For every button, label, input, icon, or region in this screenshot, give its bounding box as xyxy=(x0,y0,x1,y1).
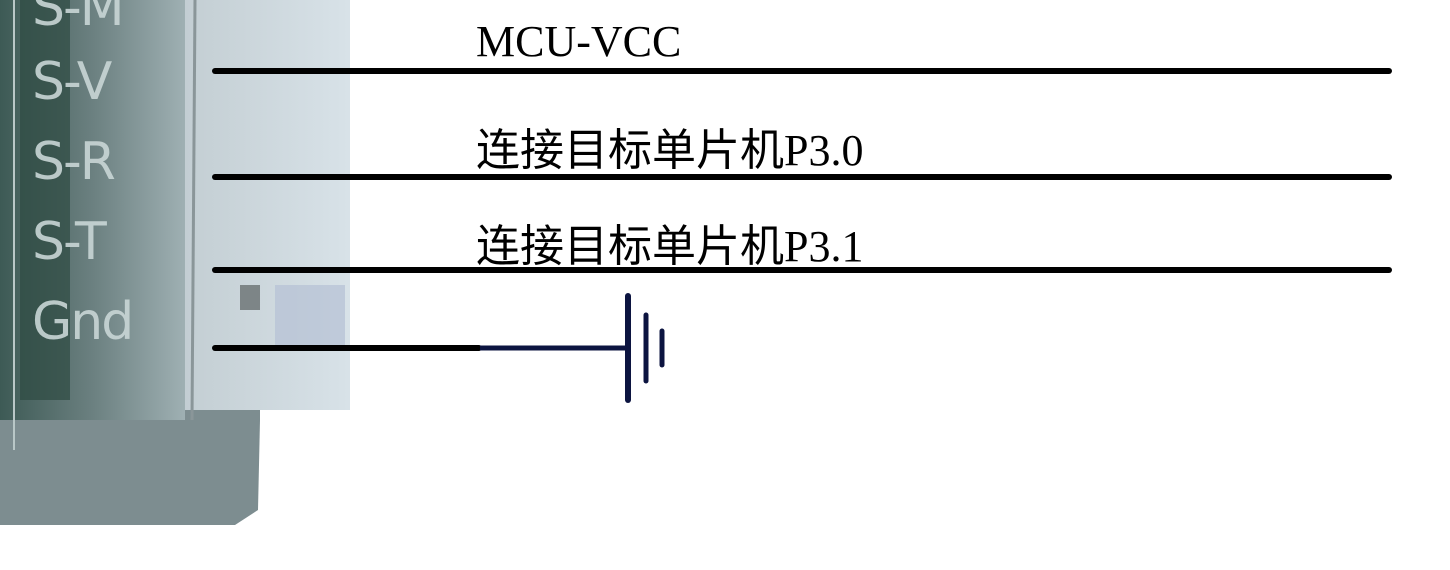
wire-vcc xyxy=(212,68,1392,74)
label-p31: 连接目标单片机P3.1 xyxy=(476,222,864,271)
pin-label-s-t: S-T xyxy=(32,212,107,272)
label-mcu-vcc: MCU-VCC xyxy=(476,17,682,66)
label-p30: 连接目标单片机P3.0 xyxy=(476,126,864,175)
pin-label-s-v: S-V xyxy=(32,52,112,112)
pin-label-s-r: S-R xyxy=(32,132,116,192)
wire-gnd xyxy=(212,345,482,351)
pin-label-s-m: S-M xyxy=(32,0,125,38)
wire-rx xyxy=(212,174,1392,180)
wire-tx xyxy=(212,267,1392,273)
pin-label-gnd: Gnd xyxy=(32,292,134,352)
